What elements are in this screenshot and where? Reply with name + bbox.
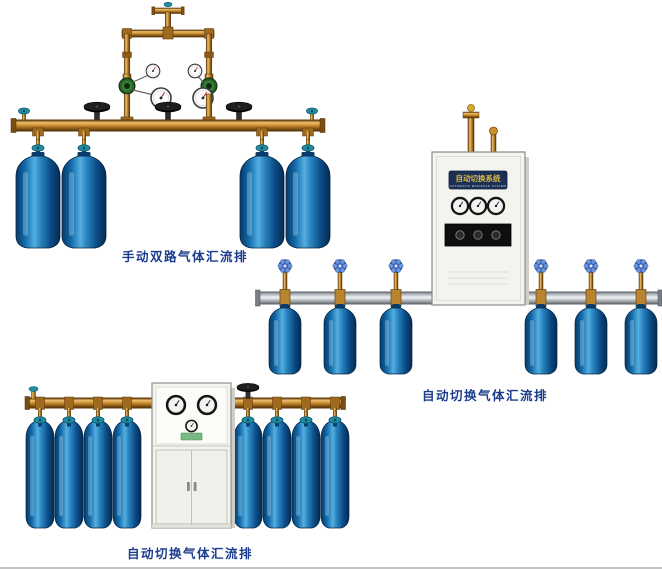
cabinet-title: 自动切换系统 [456,173,501,183]
door-handle-icon [187,482,190,491]
auto-switch-manifold-floor [24,382,350,529]
control-cabinet: 自动切换系统 AUTOMATIC MANIFOLD SYSTEM [431,151,529,306]
panel-knob-icon [491,230,501,240]
blue-handwheel-valve-icon [332,259,348,273]
pressure-gauge-icon [187,63,203,79]
main-manifold-pipe [13,119,323,132]
gas-cylinder [61,151,107,249]
gas-cylinder [54,417,84,529]
gas-cylinder [233,417,263,529]
gas-cylinder [291,417,321,529]
gas-cylinder [323,304,357,375]
black-handwheel-valve-icon [154,101,182,121]
brass-ball-valve-icon [489,126,498,136]
caption-auto-floor: 自动切换气体汇流排 [126,547,253,561]
gas-cylinder [15,151,61,249]
pressure-gauge-icon [468,196,488,216]
door-handle-icon [193,482,197,491]
gas-cylinder [574,304,608,375]
teal-end-valve-icon [28,386,39,392]
cabinet-label-plate [180,432,203,441]
pressure-gauge-icon [196,394,218,416]
cabinet-subtitle: AUTOMATIC MANIFOLD SYSTEM [450,184,507,188]
pressure-gauge-icon [165,394,187,416]
caption-auto-wall: 自动切换气体汇流排 [421,389,548,403]
gas-cylinder [25,417,55,529]
blue-handwheel-valve-icon [533,259,549,273]
blue-handwheel-valve-icon [388,259,404,273]
gas-cylinder [320,417,350,529]
gas-cylinder [262,417,292,529]
gas-cylinder [379,304,413,375]
gas-cylinder [285,151,331,249]
bottom-divider [0,567,662,569]
black-handwheel-valve-icon [225,101,253,121]
gas-cylinder [239,151,285,249]
black-handwheel-valve-icon [83,101,111,121]
gas-cylinder [268,304,302,375]
panel-knob-icon [455,230,465,240]
cabinet-name-plate [448,170,508,190]
gas-cylinder [83,417,113,529]
black-handwheel-valve-icon [236,382,260,399]
panel-knob-icon [473,230,483,240]
pressure-regulator-icon [118,73,136,95]
pressure-gauge-icon [145,63,161,79]
pressure-gauge-icon [450,196,470,216]
gas-cylinder [524,304,558,375]
cylinder-connections [32,127,314,141]
control-cabinet [151,382,235,529]
teal-end-valve-icon [306,107,318,121]
brass-ball-valve-icon [467,104,475,112]
pressure-gauge-icon [486,196,506,216]
top-valve-handle-icon [163,1,173,8]
caption-manual-dual: 手动双路气体汇流排 [121,250,248,264]
gas-cylinder [112,417,142,529]
blue-handwheel-valve-icon [277,259,293,273]
auto-switch-manifold-wall: 自动切换系统 AUTOMATIC MANIFOLD SYSTEM [255,104,662,375]
cabinet-top-pipe [467,115,475,155]
pressure-gauge-icon [185,419,198,433]
blue-handwheel-valve-icon [583,259,599,273]
gas-cylinder [624,304,658,375]
blue-handwheel-valve-icon [633,259,649,273]
manual-dual-manifold [10,1,331,249]
teal-end-valve-icon [18,107,30,121]
